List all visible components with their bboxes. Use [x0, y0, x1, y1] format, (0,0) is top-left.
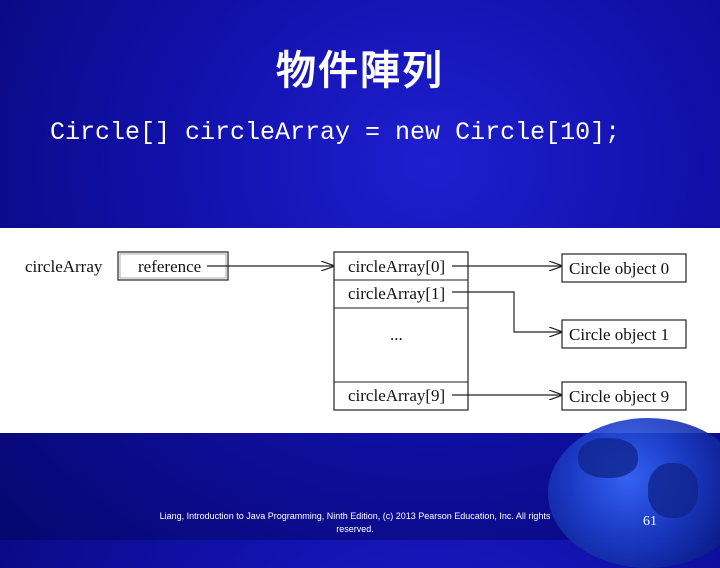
object-label-1: Circle object 1 — [569, 325, 669, 344]
object-box-9 — [561, 381, 687, 411]
pointer-arrow-1 — [452, 291, 562, 332]
object-box-1 — [561, 319, 687, 349]
array-box — [333, 251, 469, 411]
array-cell-ellipsis: ... — [390, 325, 403, 344]
object-array-diagram: circleArray reference circleArray[0] cir… — [25, 251, 687, 411]
array-cell-9: circleArray[9] — [348, 386, 445, 405]
object-label-9: Circle object 9 — [569, 387, 669, 406]
footer-copyright: Liang, Introduction to Java Programming,… — [159, 511, 551, 534]
diagram-panel: circleArray reference circleArray[0] cir… — [0, 228, 720, 433]
slide-title: 物件陣列 — [276, 48, 444, 94]
array-cell-1: circleArray[1] — [348, 284, 445, 303]
array-cell-0: circleArray[0] — [348, 257, 445, 276]
reference-label: reference — [138, 257, 201, 276]
object-box-0 — [561, 253, 687, 283]
globe-decoration — [548, 418, 720, 568]
object-label-0: Circle object 0 — [569, 259, 669, 278]
page-number: 61 — [643, 514, 657, 529]
variable-label: circleArray — [25, 257, 103, 276]
globe-land — [578, 438, 638, 478]
code-statement: Circle[] circleArray = new Circle[10]; — [50, 118, 621, 147]
globe-land — [648, 463, 698, 518]
